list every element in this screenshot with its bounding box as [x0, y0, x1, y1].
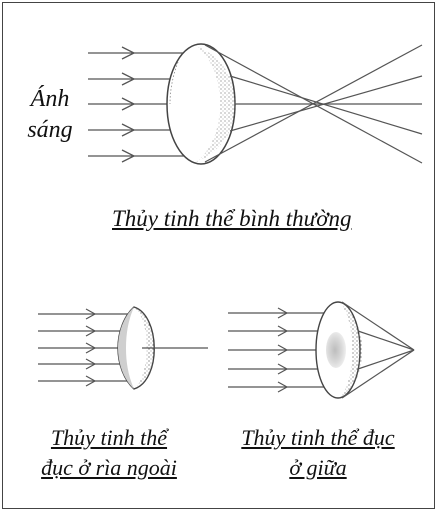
- normal-lens-diagram: [88, 43, 423, 165]
- center-refracted-rays: [341, 301, 415, 399]
- edge-opacity-caption-line1: Thủy tinh thể: [50, 425, 168, 450]
- opacity-spot: [326, 332, 346, 368]
- edge-incoming-rays: [38, 308, 130, 387]
- center-opaque-lens: [315, 301, 362, 399]
- light-label-line2: sáng: [27, 117, 73, 143]
- light-label: Ánh sáng: [18, 84, 82, 146]
- edge-opacity-diagram: [38, 306, 208, 390]
- center-incoming-rays: [228, 307, 330, 393]
- center-opacity-caption: Thủy tinh thể đục ở giữa: [218, 423, 418, 483]
- edge-opacity-caption: Thủy tinh thể đục ở rìa ngoài: [14, 423, 204, 483]
- incoming-rays: [88, 46, 190, 163]
- center-opacity-diagram: [228, 301, 415, 399]
- light-label-line1: Ánh: [30, 86, 70, 112]
- center-opacity-caption-line1: Thủy tinh thể đục: [241, 425, 395, 450]
- normal-lens: [166, 43, 236, 165]
- edge-opacity-caption-line2: đục ở rìa ngoài: [41, 455, 177, 480]
- edge-opaque-lens: [117, 306, 155, 390]
- normal-lens-caption: Thủy tinh thể bình thường: [112, 206, 352, 231]
- center-opacity-caption-line2: ở giữa: [289, 455, 347, 480]
- refracted-rays: [204, 44, 423, 164]
